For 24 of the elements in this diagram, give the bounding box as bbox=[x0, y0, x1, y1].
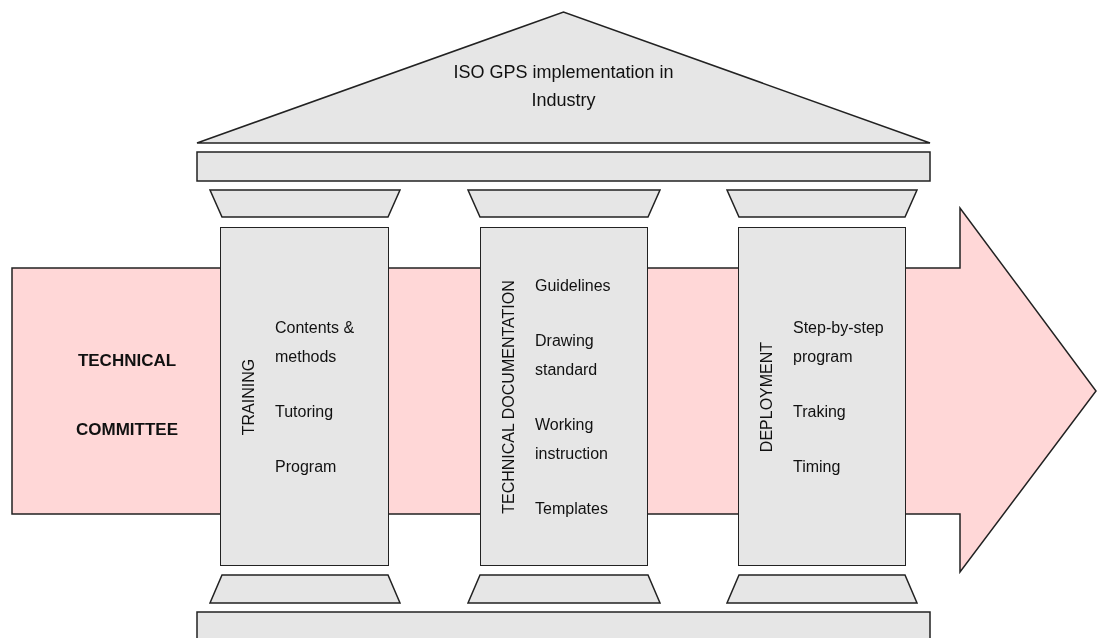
column-base bbox=[725, 574, 919, 604]
column-capital bbox=[725, 189, 919, 218]
column-base bbox=[466, 574, 662, 604]
column-item: Templates bbox=[535, 498, 609, 519]
column-item: Guidelines bbox=[535, 275, 612, 296]
column-item: Timing bbox=[793, 456, 842, 477]
roof-triangle bbox=[196, 11, 931, 144]
column-item: Contents & methods bbox=[275, 317, 356, 367]
column-capital bbox=[466, 189, 662, 218]
column-item: Traking bbox=[793, 401, 847, 422]
column-item: Tutoring bbox=[275, 401, 335, 422]
column-title: DEPLOYMENT bbox=[758, 341, 776, 452]
roof-title: ISO GPS implementation in Industry bbox=[452, 61, 675, 112]
architrave-bar bbox=[196, 151, 931, 182]
column-capital bbox=[208, 189, 402, 218]
column-item: Drawing standard bbox=[535, 330, 599, 380]
column-title: TRAINING bbox=[240, 358, 258, 435]
arrow-label: TECHNICAL COMMITTEE bbox=[75, 350, 179, 441]
column-item: Program bbox=[275, 456, 338, 477]
column-item: Step-by-step program bbox=[793, 317, 885, 367]
column-item: Working instruction bbox=[535, 414, 609, 464]
column-base bbox=[208, 574, 402, 604]
floor-bar bbox=[196, 611, 931, 638]
column-title: TECHNICAL DOCUMENTATION bbox=[500, 279, 518, 514]
